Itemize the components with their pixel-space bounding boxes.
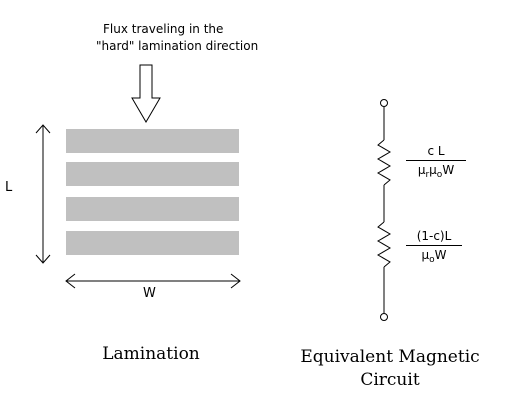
- resistor-2-icon: [377, 221, 391, 268]
- flux-arrow-icon: [131, 64, 161, 123]
- width-label: W: [143, 286, 156, 301]
- lamination-strip: [66, 197, 239, 221]
- reluctance-1-denominator: μrμoW: [417, 163, 455, 180]
- flux-note-line1: Flux traveling in the: [103, 22, 224, 36]
- flux-note-line2: "hard" lamination direction: [96, 39, 259, 53]
- reluctance-2-numerator: (1-c)L: [416, 229, 452, 243]
- lamination-stack: [66, 129, 239, 255]
- width-dimension-arrow: [65, 273, 241, 289]
- circuit-caption-line1: Equivalent Magnetic: [300, 347, 480, 367]
- magnetic-circuit: [377, 99, 391, 321]
- lamination-caption: Lamination: [102, 344, 200, 364]
- fraction-bar: [406, 245, 462, 246]
- terminal-top: [380, 99, 388, 107]
- circuit-caption-line2: Circuit: [360, 370, 420, 390]
- height-label: L: [5, 180, 13, 195]
- lamination-strip: [66, 231, 239, 255]
- height-dimension-arrow: [35, 124, 51, 264]
- lamination-strip: [66, 162, 239, 186]
- reluctance-1-numerator: c L: [427, 144, 445, 158]
- reluctance-1-fraction: c L μrμoW: [406, 144, 466, 180]
- reluctance-2-fraction: (1-c)L μoW: [406, 229, 462, 265]
- lamination-strip: [66, 129, 239, 153]
- reluctance-2-denominator: μoW: [421, 248, 447, 265]
- terminal-bottom: [380, 313, 388, 321]
- fraction-bar: [406, 160, 466, 161]
- resistor-1-icon: [377, 139, 391, 186]
